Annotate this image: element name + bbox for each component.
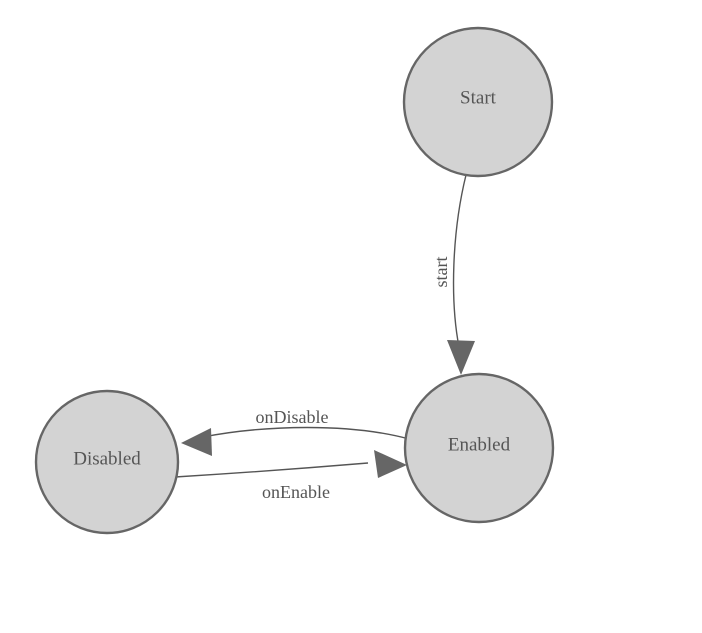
edge-disabled-to-enabled-path <box>174 462 369 478</box>
edge-disabled-to-enabled-arrowhead <box>374 450 407 478</box>
state-node-start-label: Start <box>460 87 497 108</box>
edge-enabled-to-disabled-path <box>202 426 410 440</box>
state-node-enabled-circle <box>403 372 555 524</box>
edge-label-onenable: onEnable <box>262 482 330 502</box>
edge-start-to-enabled-path <box>452 174 467 348</box>
edge-start-to-enabled-arrowhead <box>447 340 475 375</box>
edge-enabled-to-disabled[interactable]: onDisable <box>181 407 410 456</box>
edge-enabled-to-disabled-arrowhead <box>181 428 212 456</box>
state-node-disabled[interactable]: Disabled <box>34 389 180 535</box>
state-node-disabled-circle <box>34 389 180 535</box>
state-node-enabled[interactable]: Enabled <box>403 372 555 524</box>
edge-label-start: start <box>431 257 451 288</box>
state-node-disabled-label: Disabled <box>73 448 141 469</box>
edge-disabled-to-enabled[interactable]: onEnable <box>174 450 407 502</box>
edge-label-ondisable: onDisable <box>256 407 329 427</box>
state-node-start[interactable]: Start <box>402 26 554 178</box>
edge-start-to-enabled[interactable]: start <box>431 174 475 375</box>
state-node-enabled-label: Enabled <box>448 434 511 455</box>
state-node-start-circle <box>402 26 554 178</box>
